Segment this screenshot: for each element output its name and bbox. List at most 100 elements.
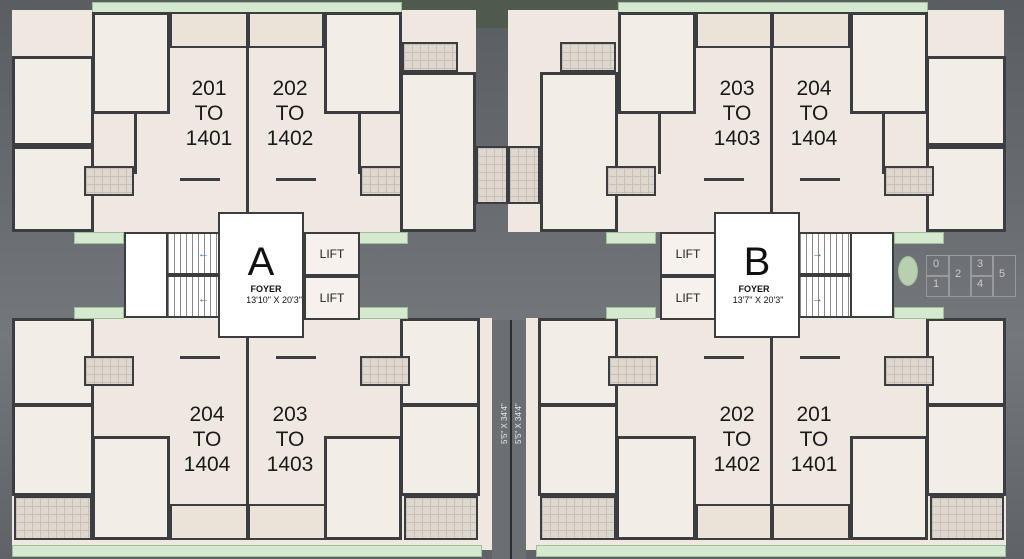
- tower-b-bottom-balcony-strip: [536, 545, 1006, 557]
- toilet: [608, 356, 658, 386]
- balcony: [170, 12, 248, 48]
- balcony: [248, 504, 326, 540]
- wall: [276, 356, 316, 359]
- dimension-label: 5'5" X 34'4": [514, 403, 523, 444]
- foyer-a: [218, 212, 304, 338]
- shaft: [476, 146, 508, 204]
- toilet: [560, 42, 616, 72]
- balcony: [248, 12, 324, 48]
- landscape-patch: [74, 307, 124, 319]
- tower-a-bottom-balcony-strip: [12, 545, 482, 557]
- balcony: [696, 12, 772, 48]
- hopscotch-number: 0: [933, 258, 940, 270]
- dimension-label: 5'5" X 34'4": [500, 403, 509, 444]
- staircase: [166, 232, 220, 275]
- room: [92, 436, 170, 540]
- lift: LIFT: [304, 232, 360, 276]
- wall: [704, 178, 744, 181]
- balcony: [696, 504, 772, 540]
- toilet: [606, 166, 656, 196]
- lift: LIFT: [304, 276, 360, 320]
- room: [12, 146, 94, 232]
- room: [926, 56, 1006, 146]
- wall: [704, 356, 744, 359]
- room: [926, 318, 1006, 406]
- lift: LIFT: [660, 232, 716, 276]
- stair-landing: [850, 232, 894, 318]
- hopscotch-marking: [898, 256, 918, 286]
- hopscotch-number: 2: [955, 268, 962, 280]
- room: [324, 12, 402, 114]
- hopscotch-box: [992, 255, 1016, 297]
- wall: [882, 114, 885, 174]
- toilet: [84, 356, 134, 386]
- lift: LIFT: [660, 276, 716, 320]
- room: [12, 56, 94, 146]
- wall: [276, 178, 316, 181]
- foyer-b: [714, 212, 800, 338]
- hopscotch-box: [926, 255, 950, 277]
- gap-duct: [492, 320, 526, 559]
- foyer-size: 13'10" X 20'3": [246, 295, 302, 305]
- wall: [180, 178, 220, 181]
- arrow-left-icon: ←: [198, 248, 209, 260]
- room: [618, 12, 696, 114]
- landscape-patch: [358, 232, 408, 244]
- landscape-patch: [74, 232, 124, 244]
- arrow-right-icon: →: [812, 248, 823, 260]
- room: [926, 146, 1006, 232]
- tower-letter: B: [743, 240, 771, 284]
- arrow-left-icon: ←: [198, 293, 209, 305]
- room: [400, 318, 480, 406]
- toilet: [884, 166, 934, 196]
- wall: [246, 12, 249, 232]
- room: [540, 72, 618, 232]
- room: [324, 436, 402, 540]
- wall: [770, 12, 773, 232]
- staircase: [166, 275, 220, 318]
- hopscotch-number: 1: [933, 278, 940, 290]
- hopscotch-number: 5: [999, 268, 1006, 280]
- foyer-label: FOYER: [250, 284, 282, 294]
- hopscotch-box: [970, 275, 994, 297]
- stair-landing: [124, 232, 168, 318]
- tower-letter: A: [247, 240, 275, 284]
- room: [400, 404, 480, 496]
- staircase: [798, 232, 852, 275]
- room: [850, 436, 928, 540]
- hopscotch-box: [926, 275, 950, 297]
- staircase: [798, 275, 852, 318]
- landscape-patch: [606, 232, 656, 244]
- hopscotch-number: 4: [977, 278, 984, 290]
- wall: [800, 178, 840, 181]
- landscape-patch: [894, 232, 944, 244]
- room: [538, 404, 618, 496]
- wall: [358, 114, 361, 174]
- toilet: [14, 496, 92, 540]
- toilet: [404, 496, 478, 540]
- wall: [180, 356, 220, 359]
- wall: [510, 320, 512, 559]
- toilet: [884, 356, 934, 386]
- shaft: [508, 146, 540, 204]
- balcony: [170, 504, 248, 540]
- landscape-patch: [894, 307, 944, 319]
- landscape-patch: [606, 307, 656, 319]
- wall: [246, 318, 249, 540]
- toilet: [930, 496, 1004, 540]
- balcony: [772, 12, 850, 48]
- room: [92, 12, 170, 114]
- landscape-patch: [358, 307, 408, 319]
- wall: [134, 114, 137, 174]
- room: [538, 318, 618, 406]
- hopscotch-box: [970, 255, 994, 277]
- room: [12, 404, 94, 496]
